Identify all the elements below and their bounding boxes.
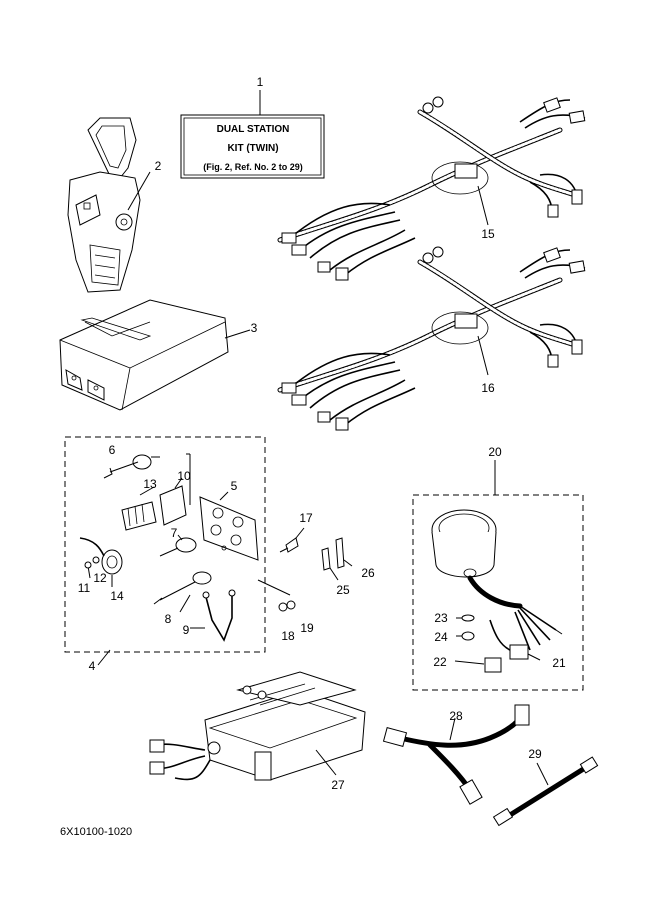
callout-18: 18 (281, 629, 295, 643)
callout-26: 26 (361, 566, 375, 580)
hardware-17-18-19 (278, 527, 305, 612)
callout-12: 12 (93, 571, 107, 585)
callout-13: 13 (143, 477, 157, 491)
harness-28 (382, 704, 530, 805)
kit-title-line1: DUAL STATION (217, 124, 290, 135)
callout-9: 9 (183, 623, 190, 637)
meter-assembly (412, 460, 584, 691)
callout-22: 22 (433, 655, 447, 669)
callout-5: 5 (231, 479, 238, 493)
callout-23: 23 (434, 611, 448, 625)
callout-16: 16 (481, 381, 495, 395)
callout-17: 17 (299, 511, 313, 525)
callout-27: 27 (331, 778, 345, 792)
callout-8: 8 (165, 612, 172, 626)
callout-15: 15 (481, 227, 495, 241)
callout-6: 6 (109, 443, 116, 457)
callout-4: 4 (89, 659, 96, 673)
cover-box (59, 299, 251, 411)
switch-panel-assembly (64, 436, 291, 666)
callout-labels: 1 2 3 4 5 6 7 8 9 10 11 12 13 14 15 16 1… (78, 75, 566, 792)
callout-24: 24 (434, 630, 448, 644)
callout-3: 3 (251, 321, 258, 335)
callout-10: 10 (177, 469, 191, 483)
control-unit (149, 671, 366, 781)
callout-28: 28 (449, 709, 463, 723)
callout-7: 7 (171, 526, 178, 540)
remote-control-box (67, 117, 151, 293)
callout-19: 19 (300, 621, 314, 635)
callout-14: 14 (110, 589, 124, 603)
callout-21: 21 (552, 656, 566, 670)
clips-25-26 (321, 537, 353, 581)
callout-25: 25 (336, 583, 350, 597)
kit-title-line2: KIT (TWIN) (227, 143, 278, 154)
cable-29 (492, 756, 599, 827)
callout-1: 1 (257, 75, 264, 89)
callout-2: 2 (155, 159, 162, 173)
wire-harness-16 (277, 246, 586, 431)
callout-20: 20 (488, 445, 502, 459)
callout-11: 11 (78, 581, 91, 595)
kit-title-line3: (Fig. 2, Ref. No. 2 to 29) (203, 162, 303, 172)
callout-29: 29 (528, 747, 542, 761)
wire-harness-15 (277, 96, 586, 281)
kit-label-box: DUAL STATION KIT (TWIN) (Fig. 2, Ref. No… (180, 90, 325, 179)
drawing-code: 6X10100-1020 (60, 826, 132, 838)
